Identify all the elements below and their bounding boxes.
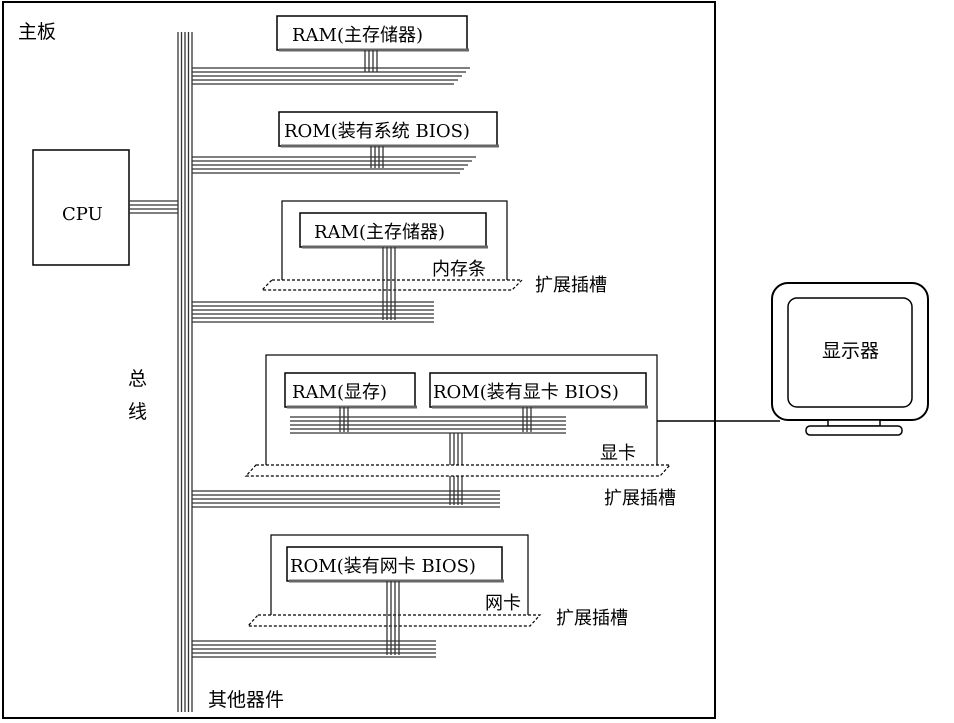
graphics-rom-box [429, 372, 647, 408]
network-bus-branch [192, 640, 436, 658]
network-card-label: 网卡 [485, 593, 521, 614]
monitor-screen [787, 297, 913, 408]
other-components-label: 其他器件 [208, 689, 284, 711]
ram-bus-branch [192, 67, 470, 85]
rom-bus-branch [192, 156, 476, 174]
graphics-rom-label: ROM(装有显卡 BIOS) [433, 382, 619, 403]
memory-stick-ram-label: RAM(主存储器) [314, 222, 445, 243]
monitor-stand-neck [827, 419, 881, 427]
bus-label-bottom: 线 [128, 401, 147, 423]
memory-stick-ram-box [299, 212, 487, 248]
cpu-label: CPU [62, 204, 103, 225]
graphics-ram-label: RAM(显存) [292, 382, 387, 403]
rom-bios-label: ROM(装有系统 BIOS) [284, 121, 470, 142]
memory-slot-label: 扩展插槽 [535, 275, 607, 296]
network-rom-label: ROM(装有网卡 BIOS) [290, 556, 476, 577]
memory-stick-label: 内存条 [432, 259, 486, 280]
graphics-slot [244, 464, 672, 477]
network-card-connector [386, 581, 400, 655]
cpu-bus-connector [129, 200, 178, 214]
memory-stick-connector [382, 247, 396, 320]
ram-module-label: RAM(主存储器) [292, 25, 423, 46]
system-bus [177, 32, 193, 712]
network-slot-label: 扩展插槽 [556, 608, 628, 629]
rom-bios-box [278, 111, 498, 147]
memory-slot [260, 279, 524, 291]
network-rom-box [286, 546, 503, 582]
graphics-internal-bus [290, 416, 566, 434]
graphics-ram-connector [339, 407, 349, 432]
monitor-label: 显示器 [822, 340, 879, 362]
monitor-stand-base [805, 425, 903, 436]
graphics-bus-branch [192, 490, 500, 508]
graphics-slot-label: 扩展插槽 [604, 488, 676, 509]
network-slot [246, 614, 542, 627]
graphics-rom-connector [522, 407, 532, 432]
cpu-box [32, 149, 130, 266]
graphics-card-label: 显卡 [600, 443, 636, 464]
memory-bus-branch [192, 301, 434, 323]
motherboard-label: 主板 [18, 21, 56, 43]
bus-label-top: 总 [128, 368, 147, 390]
